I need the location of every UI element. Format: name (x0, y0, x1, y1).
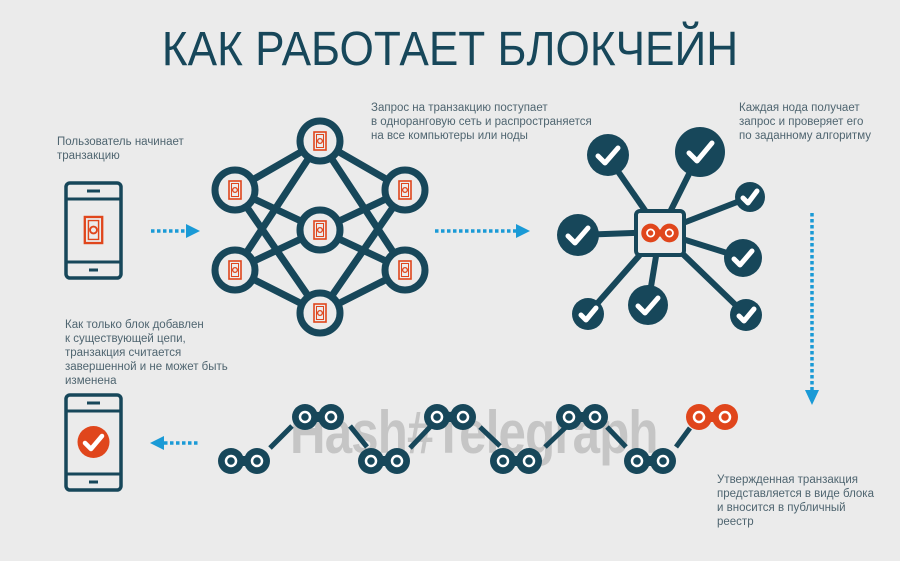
arrow-down-icon (805, 213, 819, 405)
arrow-right-icon (151, 224, 200, 238)
caption-line: по заданному алгоритму (739, 130, 871, 142)
caption-line: завершенной и не может быть (65, 361, 228, 373)
caption-line: Как только блок добавлен (65, 319, 204, 331)
phone-with-banknote-icon (64, 181, 123, 280)
caption-line: Пользователь начинает (57, 136, 184, 148)
caption-line: Каждая нода получает (739, 102, 860, 114)
page-title: КАК РАБОТАЕТ БЛОКЧЕЙН (161, 23, 739, 76)
step-5-caption: Как только блок добавлен к существующей … (65, 318, 228, 388)
step-2-caption: Запрос на транзакцию поступает в одноран… (371, 101, 592, 143)
step-3-caption: Каждая нода получает запрос и проверяет … (739, 101, 871, 143)
step-1-caption: Пользователь начинает транзакцию (57, 135, 184, 163)
validation-hub-icon (557, 127, 765, 331)
caption-line: и вносится в публичный (717, 502, 846, 514)
caption-line: транзакцию (57, 150, 120, 162)
arrow-right-icon (435, 224, 530, 238)
caption-line: Утвержденная транзакция (717, 474, 859, 486)
caption-line: запрос и проверяет его (739, 116, 864, 128)
caption-line: транзакция считается (65, 347, 182, 359)
watermark: Hash#Telegraph (290, 399, 658, 466)
caption-line: представляется в виде блока (717, 488, 874, 500)
caption-line: на все компьютеры или ноды (371, 130, 528, 142)
caption-line: Запрос на транзакцию поступает (371, 102, 548, 114)
caption-line: к существующей цепи, (65, 333, 186, 345)
caption-line: в одноранговую сеть и распространяется (371, 116, 592, 128)
caption-line: изменена (65, 375, 117, 387)
peer-network-icon (211, 117, 429, 337)
caption-line: реестр (717, 516, 754, 528)
step-4-caption: Утвержденная транзакция представляется в… (717, 473, 874, 529)
